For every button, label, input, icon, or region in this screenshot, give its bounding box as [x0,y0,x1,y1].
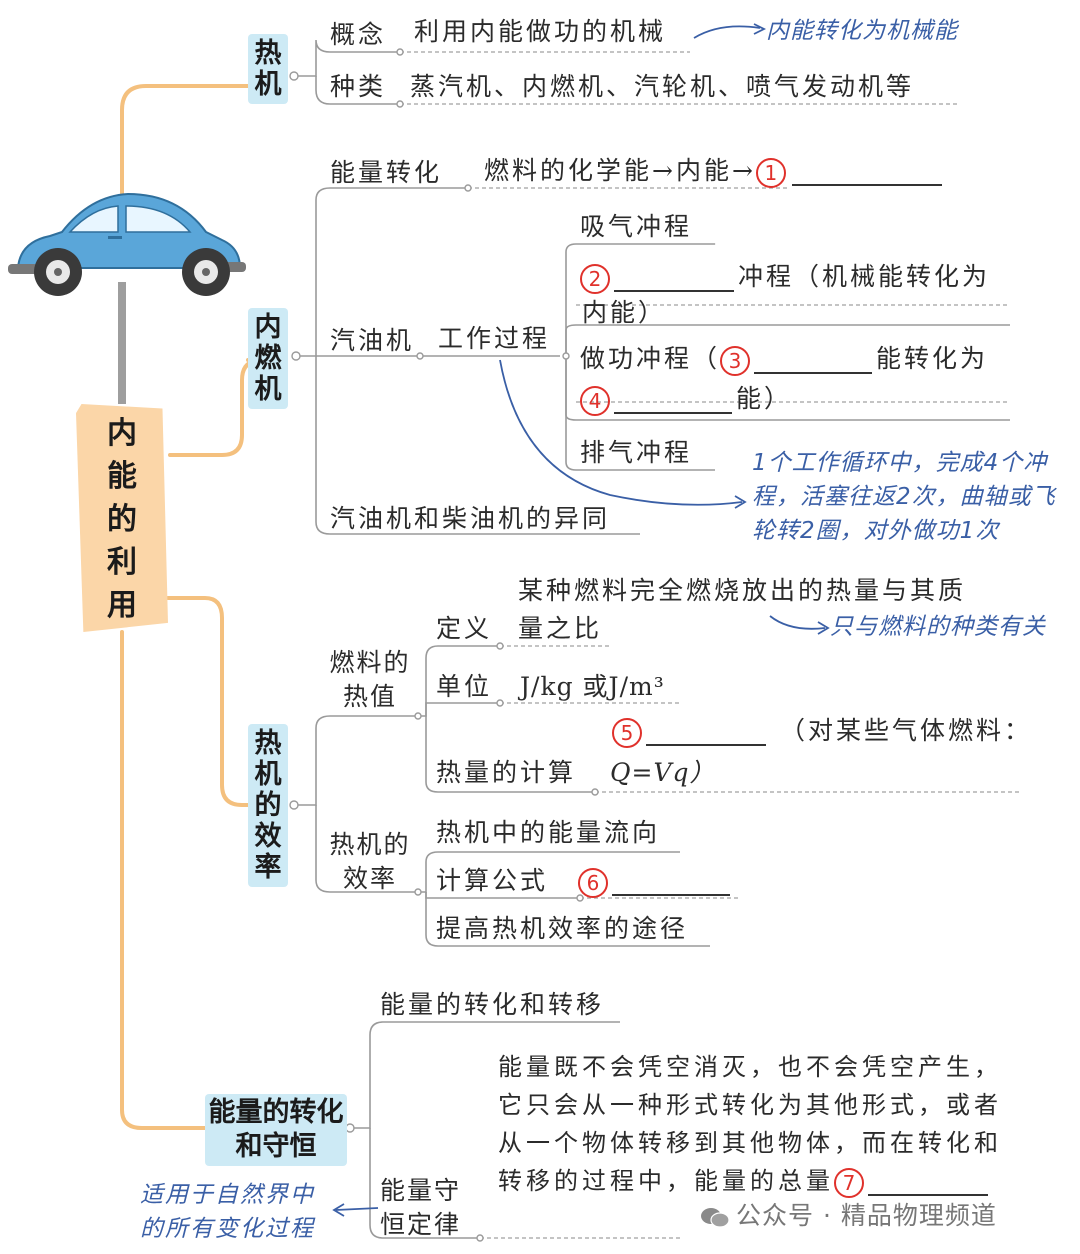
unit-label: 单位 [436,672,493,701]
gasoline-diesel-comparison: 汽油机和柴油机的异同 [330,504,611,533]
law-text-body: 能量既不会凭空消灭，也不会凭空产生，它只会从一种形式转化为其他形式，或者从一个物… [498,1053,1002,1195]
gasoline-engine-label: 汽油机 [330,326,415,355]
watermark-text: 公众号 · 精品物理频道 [736,1201,997,1230]
compression-text-b: 内能） [582,298,667,327]
work-process-label: 工作过程 [438,324,551,353]
power-stroke-row-2: 4 能） [580,384,792,416]
heat-calc-text-a: （对某些气体燃料： [780,716,1033,745]
definition-label: 定义 [436,614,493,643]
branch-internal-combustion-engine: 内燃机 [248,308,288,409]
heat-calc-row: 5 （对某些气体燃料： [612,716,1032,748]
definition-note: 只与燃料的种类有关 [830,614,1046,640]
branch-heat-engine-efficiency: 热机的效率 [248,724,288,887]
car-illustration [8,192,246,296]
law-note: 适用于自然界中的所有变化过程 [140,1182,315,1242]
blank-marker-2: 2 [580,263,610,294]
transfer-label: 能量的转化和转移 [380,990,605,1019]
concept-label: 概念 [330,20,387,49]
wechat-icon [700,1206,730,1228]
power-text-b: 能转化为 [876,344,989,373]
work-cycle-note: 1个工作循环中，完成4个冲程，活塞往返2次，曲轴或飞轮转2圈，对外做功1次 [752,450,1056,544]
branch-energy-conservation: 能量的转化和守恒 [205,1094,347,1166]
intake-stroke: 吸气冲程 [580,212,693,241]
concept-text: 利用内能做功的机械 [414,17,667,46]
compression-stroke-row: 2 冲程（机械能转化为 [580,262,990,294]
compression-text-a: 冲程（机械能转化为 [738,262,991,291]
blank-marker-5: 5 [612,717,642,748]
power-stroke-row: 做功冲程（3 能转化为 [580,344,988,376]
heat-calc-text-b: Q=Vq） [610,758,716,787]
heat-value-label: 燃料的热值 [329,648,411,711]
root-title: 内能的利用 [107,416,137,623]
exhaust-stroke: 排气冲程 [580,438,693,467]
blank-line-4 [614,388,732,414]
blank-line-3 [754,348,873,374]
formula-row: 计算公式 6 [436,866,731,898]
types-text: 蒸汽机、内燃机、汽轮机、喷气发动机等 [410,72,915,101]
definition-text-b: 量之比 [518,614,603,643]
energy-conversion-label: 能量转化 [330,158,443,187]
power-text-a: 做功冲程（ [580,344,721,373]
watermark: 公众号 · 精品物理频道 [700,1196,997,1232]
heat-calc-label: 热量的计算 [436,758,577,787]
energy-flow-label: 热机中的能量流向 [436,818,661,847]
types-label: 种类 [330,72,387,101]
root-topic: 内能的利用 [76,404,168,632]
blank-line-6 [612,870,731,896]
blank-line-2 [614,266,734,292]
branch-heat-engine: 热机 [248,34,288,104]
law-label: 能量守恒定律 [380,1176,462,1239]
unit-text: J/kg 或J/m³ [520,672,665,701]
engine-efficiency-label: 热机的效率 [329,830,411,893]
concept-note: 内能转化为机械能 [766,18,958,44]
improve-efficiency-label: 提高热机效率的途径 [436,914,689,943]
blank-line-1 [791,160,942,186]
energy-conversion-text: 燃料的化学能→内能→ [484,156,756,185]
power-text-c: 能） [736,384,793,413]
blank-line-5 [646,720,766,746]
blank-marker-7: 7 [834,1167,864,1198]
law-text: 能量既不会凭空消灭，也不会凭空产生，它只会从一种形式转化为其他形式，或者从一个物… [498,1048,1018,1200]
blank-marker-6: 6 [578,867,609,898]
blank-marker-4: 4 [580,385,610,416]
definition-text-a: 某种燃料完全燃烧放出的热量与其质 [518,576,967,605]
energy-conversion-row: 燃料的化学能→内能→1 [484,156,942,188]
blank-line-7 [868,1170,988,1196]
blank-marker-1: 1 [755,157,786,188]
formula-label: 计算公式 [436,866,549,895]
blank-marker-3: 3 [720,345,751,376]
